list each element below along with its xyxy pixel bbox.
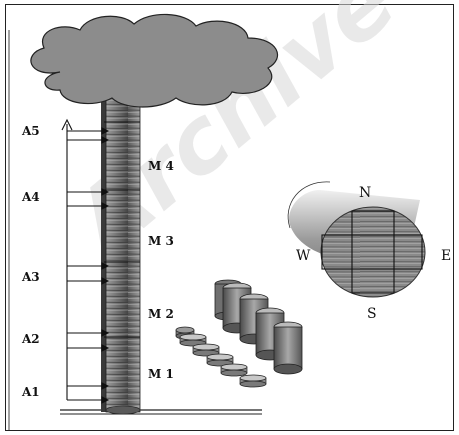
frame-border [5, 4, 454, 431]
segment-label-m4: M 4 [148, 159, 174, 173]
log-cylinders [214, 279, 303, 375]
height-arrows [67, 127, 110, 404]
compass-north: N [359, 185, 371, 201]
segment-label-m2: M 2 [148, 307, 174, 321]
tree-trunk [101, 95, 141, 415]
height-label-a2: A2 [21, 332, 40, 346]
segment-label-m3: M 3 [148, 234, 174, 248]
disc-slices [175, 326, 267, 388]
height-label-a5: A5 [21, 124, 40, 138]
compass-east: E [441, 248, 451, 264]
compass-south: S [367, 306, 377, 322]
height-axis [61, 118, 73, 400]
height-label-a1: A1 [21, 385, 40, 399]
compass-west: W [296, 248, 311, 264]
log-cross-section [287, 181, 426, 298]
segment-label-m1: M 1 [148, 367, 174, 381]
tree-crown-cloud [30, 13, 279, 108]
height-label-a4: A4 [21, 190, 40, 204]
height-label-a3: A3 [21, 270, 40, 284]
segment-dividers [104, 121, 140, 338]
